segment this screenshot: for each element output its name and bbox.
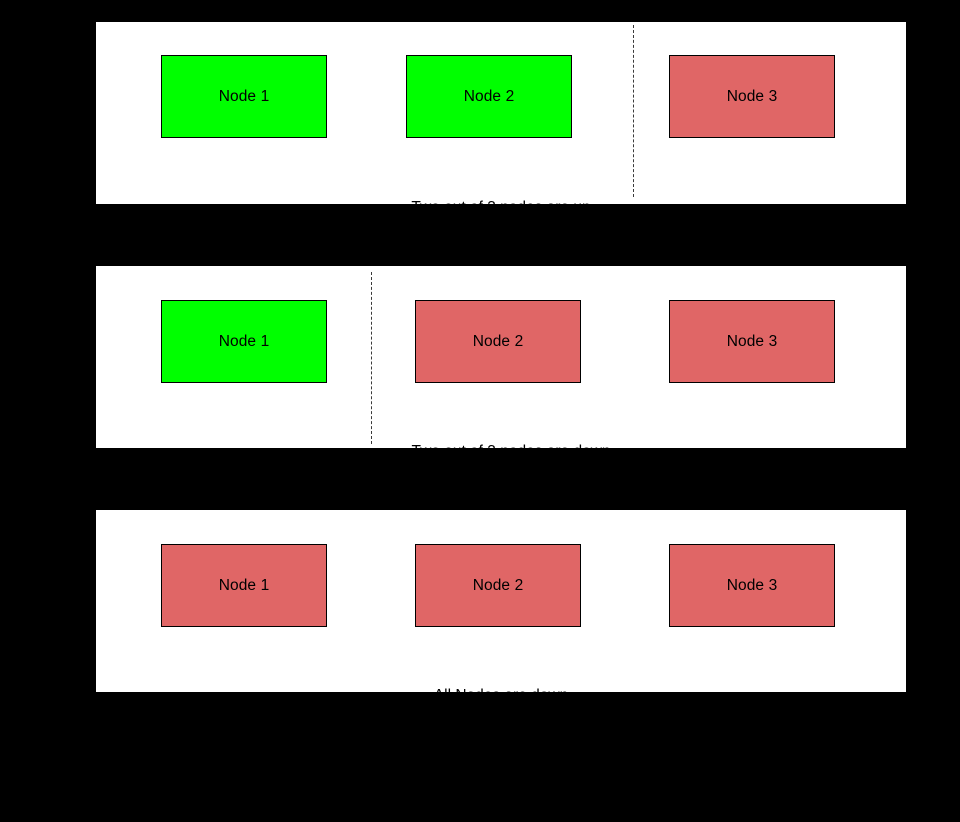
caption-line-1: All Nodes are down [433,687,569,704]
caption-line-1: Two out of 3 nodes are down [411,443,611,460]
node-box-2[interactable]: Node 2 [406,55,572,138]
node-box-3[interactable]: Node 3 [669,300,835,383]
scenario-panel-majority-up: Node 1 Node 2 Node 3 Two out of 3 nodes … [96,22,906,285]
node-label: Node 1 [218,576,270,594]
node-label: Node 3 [726,576,778,594]
node-box-3[interactable]: Node 3 [669,544,835,627]
node-box-1[interactable]: Node 1 [161,544,327,627]
node-label: Node 2 [472,576,524,594]
caption-line-1: Two out of 3 nodes are up [411,199,591,216]
node-label: Node 2 [472,332,524,350]
diagram-canvas: Node 1 Node 2 Node 3 Two out of 3 nodes … [96,22,906,773]
quorum-divider-line [633,25,634,197]
scenario-panel-all-down: Node 1 Node 2 Node 3 All Nodes are down … [96,510,906,773]
node-label: Node 2 [463,87,515,105]
node-label: Node 1 [218,87,270,105]
quorum-divider-line [371,272,372,444]
node-label: Node 3 [726,87,778,105]
node-box-1[interactable]: Node 1 [161,300,327,383]
node-box-2[interactable]: Node 2 [415,544,581,627]
node-box-1[interactable]: Node 1 [161,55,327,138]
node-label: Node 1 [218,332,270,350]
caption-line-2: Majority Fails & Cluster Stops [399,756,603,773]
node-label: Node 3 [726,332,778,350]
node-box-3[interactable]: Node 3 [669,55,835,138]
panel-caption: All Nodes are down Majority Fails & Clus… [271,638,731,822]
scenario-panel-majority-down: Node 1 Node 2 Node 3 Two out of 3 nodes … [96,266,906,529]
node-box-2[interactable]: Node 2 [415,300,581,383]
